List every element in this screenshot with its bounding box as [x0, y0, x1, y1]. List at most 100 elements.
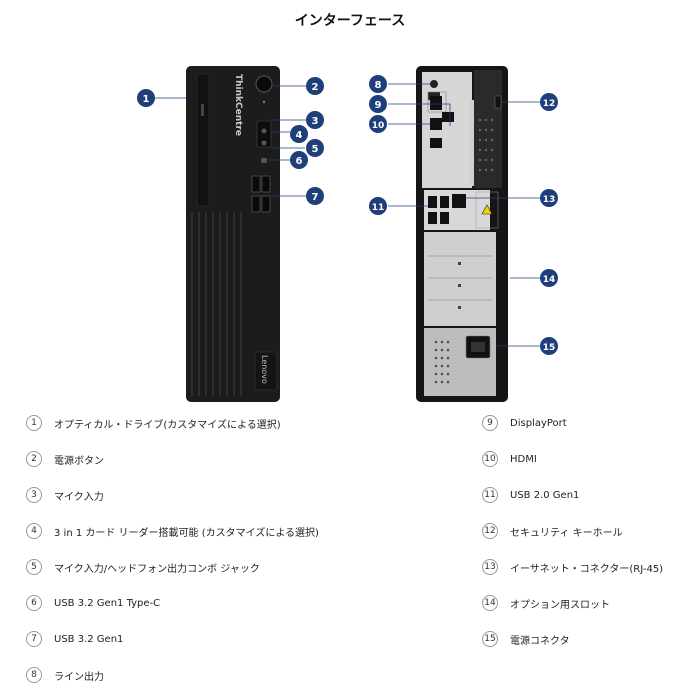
usb2-port [440, 212, 449, 224]
svg-text:4: 4 [296, 130, 303, 141]
optical-drive-bay [196, 73, 210, 207]
svg-text:13: 13 [543, 195, 556, 205]
ethernet-port [452, 194, 466, 208]
callout-14: 14 [540, 269, 558, 287]
callout-10: 10 [369, 115, 387, 133]
legend-number: 8 [26, 667, 42, 683]
legend-number: 10 [482, 451, 498, 467]
legend-item: 10 HDMI [482, 449, 537, 469]
expansion-slots [424, 232, 496, 326]
card-reader-slot [256, 120, 272, 148]
callout-1: 1 [137, 89, 155, 107]
legend-item: 12 セキュリティ キーホール [482, 521, 623, 541]
rear-view [388, 66, 540, 402]
legend-label: USB 3.2 Gen1 [54, 633, 124, 645]
legend-item: 15 電源コネクタ [482, 629, 570, 649]
svg-text:2: 2 [312, 82, 319, 93]
legend-item: 14 オプション用スロット [482, 593, 610, 613]
displayport [430, 118, 442, 130]
legend-number: 7 [26, 631, 42, 647]
page-title: インターフェース [294, 13, 406, 29]
legend-item: 4 3 in 1 カード リーダー搭載可能 (カスタマイズによる選択) [26, 521, 319, 541]
legend-number: 1 [26, 415, 42, 431]
product-illustration: ThinkCentre Lenovo [137, 66, 558, 402]
usb-c-port [261, 158, 267, 163]
callout-4: 4 [290, 125, 308, 143]
legend-number: 15 [482, 631, 498, 647]
displayport [430, 96, 442, 110]
callout-6: 6 [290, 151, 308, 169]
svg-text:3: 3 [312, 116, 319, 127]
legend-label: マイク入力 [54, 491, 104, 503]
callout-13: 13 [540, 189, 558, 207]
legend-label: USB 3.2 Gen1 Type-C [54, 597, 161, 609]
usb2-port [428, 196, 437, 208]
usb-a-port [251, 195, 261, 213]
usb-a-port [261, 195, 271, 213]
callout-2: 2 [306, 77, 324, 95]
callout-5: 5 [306, 139, 324, 157]
security-keyhole [494, 95, 502, 109]
svg-text:15: 15 [543, 343, 556, 353]
svg-text:10: 10 [372, 121, 385, 131]
legend-number: 11 [482, 487, 498, 503]
legend-item: 6 USB 3.2 Gen1 Type-C [26, 593, 160, 613]
legend-number: 14 [482, 595, 498, 611]
legend-label: セキュリティ キーホール [510, 527, 623, 539]
svg-text:9: 9 [375, 100, 382, 111]
svg-text:12: 12 [543, 99, 556, 109]
legend-label: 電源コネクタ [510, 635, 570, 647]
callout-7: 7 [306, 187, 324, 205]
line-out-jack [430, 80, 438, 88]
legend-item: 2 電源ボタン [26, 449, 104, 469]
usb2-port [440, 196, 449, 208]
front-grille [191, 212, 242, 396]
legend-label: マイク入力/ヘッドフォン出力コンボ ジャック [54, 563, 260, 575]
legend-item: 1 オプティカル・ドライブ(カスタマイズによる選択) [26, 413, 281, 433]
legend-label: HDMI [510, 453, 537, 465]
callout-8: 8 [369, 75, 387, 93]
legend-number: 2 [26, 451, 42, 467]
legend-number: 6 [26, 595, 42, 611]
legend-label: USB 2.0 Gen1 [510, 489, 580, 501]
legend-number: 9 [482, 415, 498, 431]
usb-a-port [251, 175, 261, 193]
svg-text:6: 6 [296, 156, 303, 167]
legend-label: ライン出力 [54, 671, 104, 683]
front-view: ThinkCentre Lenovo [154, 66, 306, 402]
callout-12: 12 [540, 93, 558, 111]
svg-text:14: 14 [543, 275, 556, 285]
callout-9: 9 [369, 95, 387, 113]
svg-text:11: 11 [372, 203, 385, 213]
legend-item: 11 USB 2.0 Gen1 [482, 485, 579, 505]
legend-label: イーサネット・コネクター(RJ-45) [510, 563, 664, 575]
io-panel [422, 72, 472, 188]
callout-11: 11 [369, 197, 387, 215]
top-vent [474, 70, 502, 188]
svg-text:1: 1 [143, 94, 150, 105]
callout-15: 15 [540, 337, 558, 355]
legend-label: オプション用スロット [510, 599, 610, 611]
legend-label: 電源ボタン [54, 455, 104, 467]
legend-number: 12 [482, 523, 498, 539]
callout-3: 3 [306, 111, 324, 129]
legend-label: オプティカル・ドライブ(カスタマイズによる選択) [54, 419, 281, 431]
svg-text:8: 8 [375, 80, 382, 91]
hdmi-port [430, 138, 442, 148]
legend-item: 5 マイク入力/ヘッドフォン出力コンボ ジャック [26, 557, 260, 577]
legend-item: 7 USB 3.2 Gen1 [26, 629, 123, 649]
legend-item: 8 ライン出力 [26, 665, 104, 685]
legend-number: 4 [26, 523, 42, 539]
legend-number: 5 [26, 559, 42, 575]
svg-text:5: 5 [312, 144, 319, 155]
legend-item: 9 DisplayPort [482, 413, 567, 433]
power-button [255, 75, 273, 93]
usb2-port [428, 212, 437, 224]
legend-label: DisplayPort [510, 417, 567, 429]
thinkcentre-logo: ThinkCentre [233, 74, 243, 136]
usb-a-port [261, 175, 271, 193]
legend-label: 3 in 1 カード リーダー搭載可能 (カスタマイズによる選択) [54, 527, 319, 539]
lenovo-logo: Lenovo [260, 355, 269, 384]
mic-jack [261, 128, 267, 134]
